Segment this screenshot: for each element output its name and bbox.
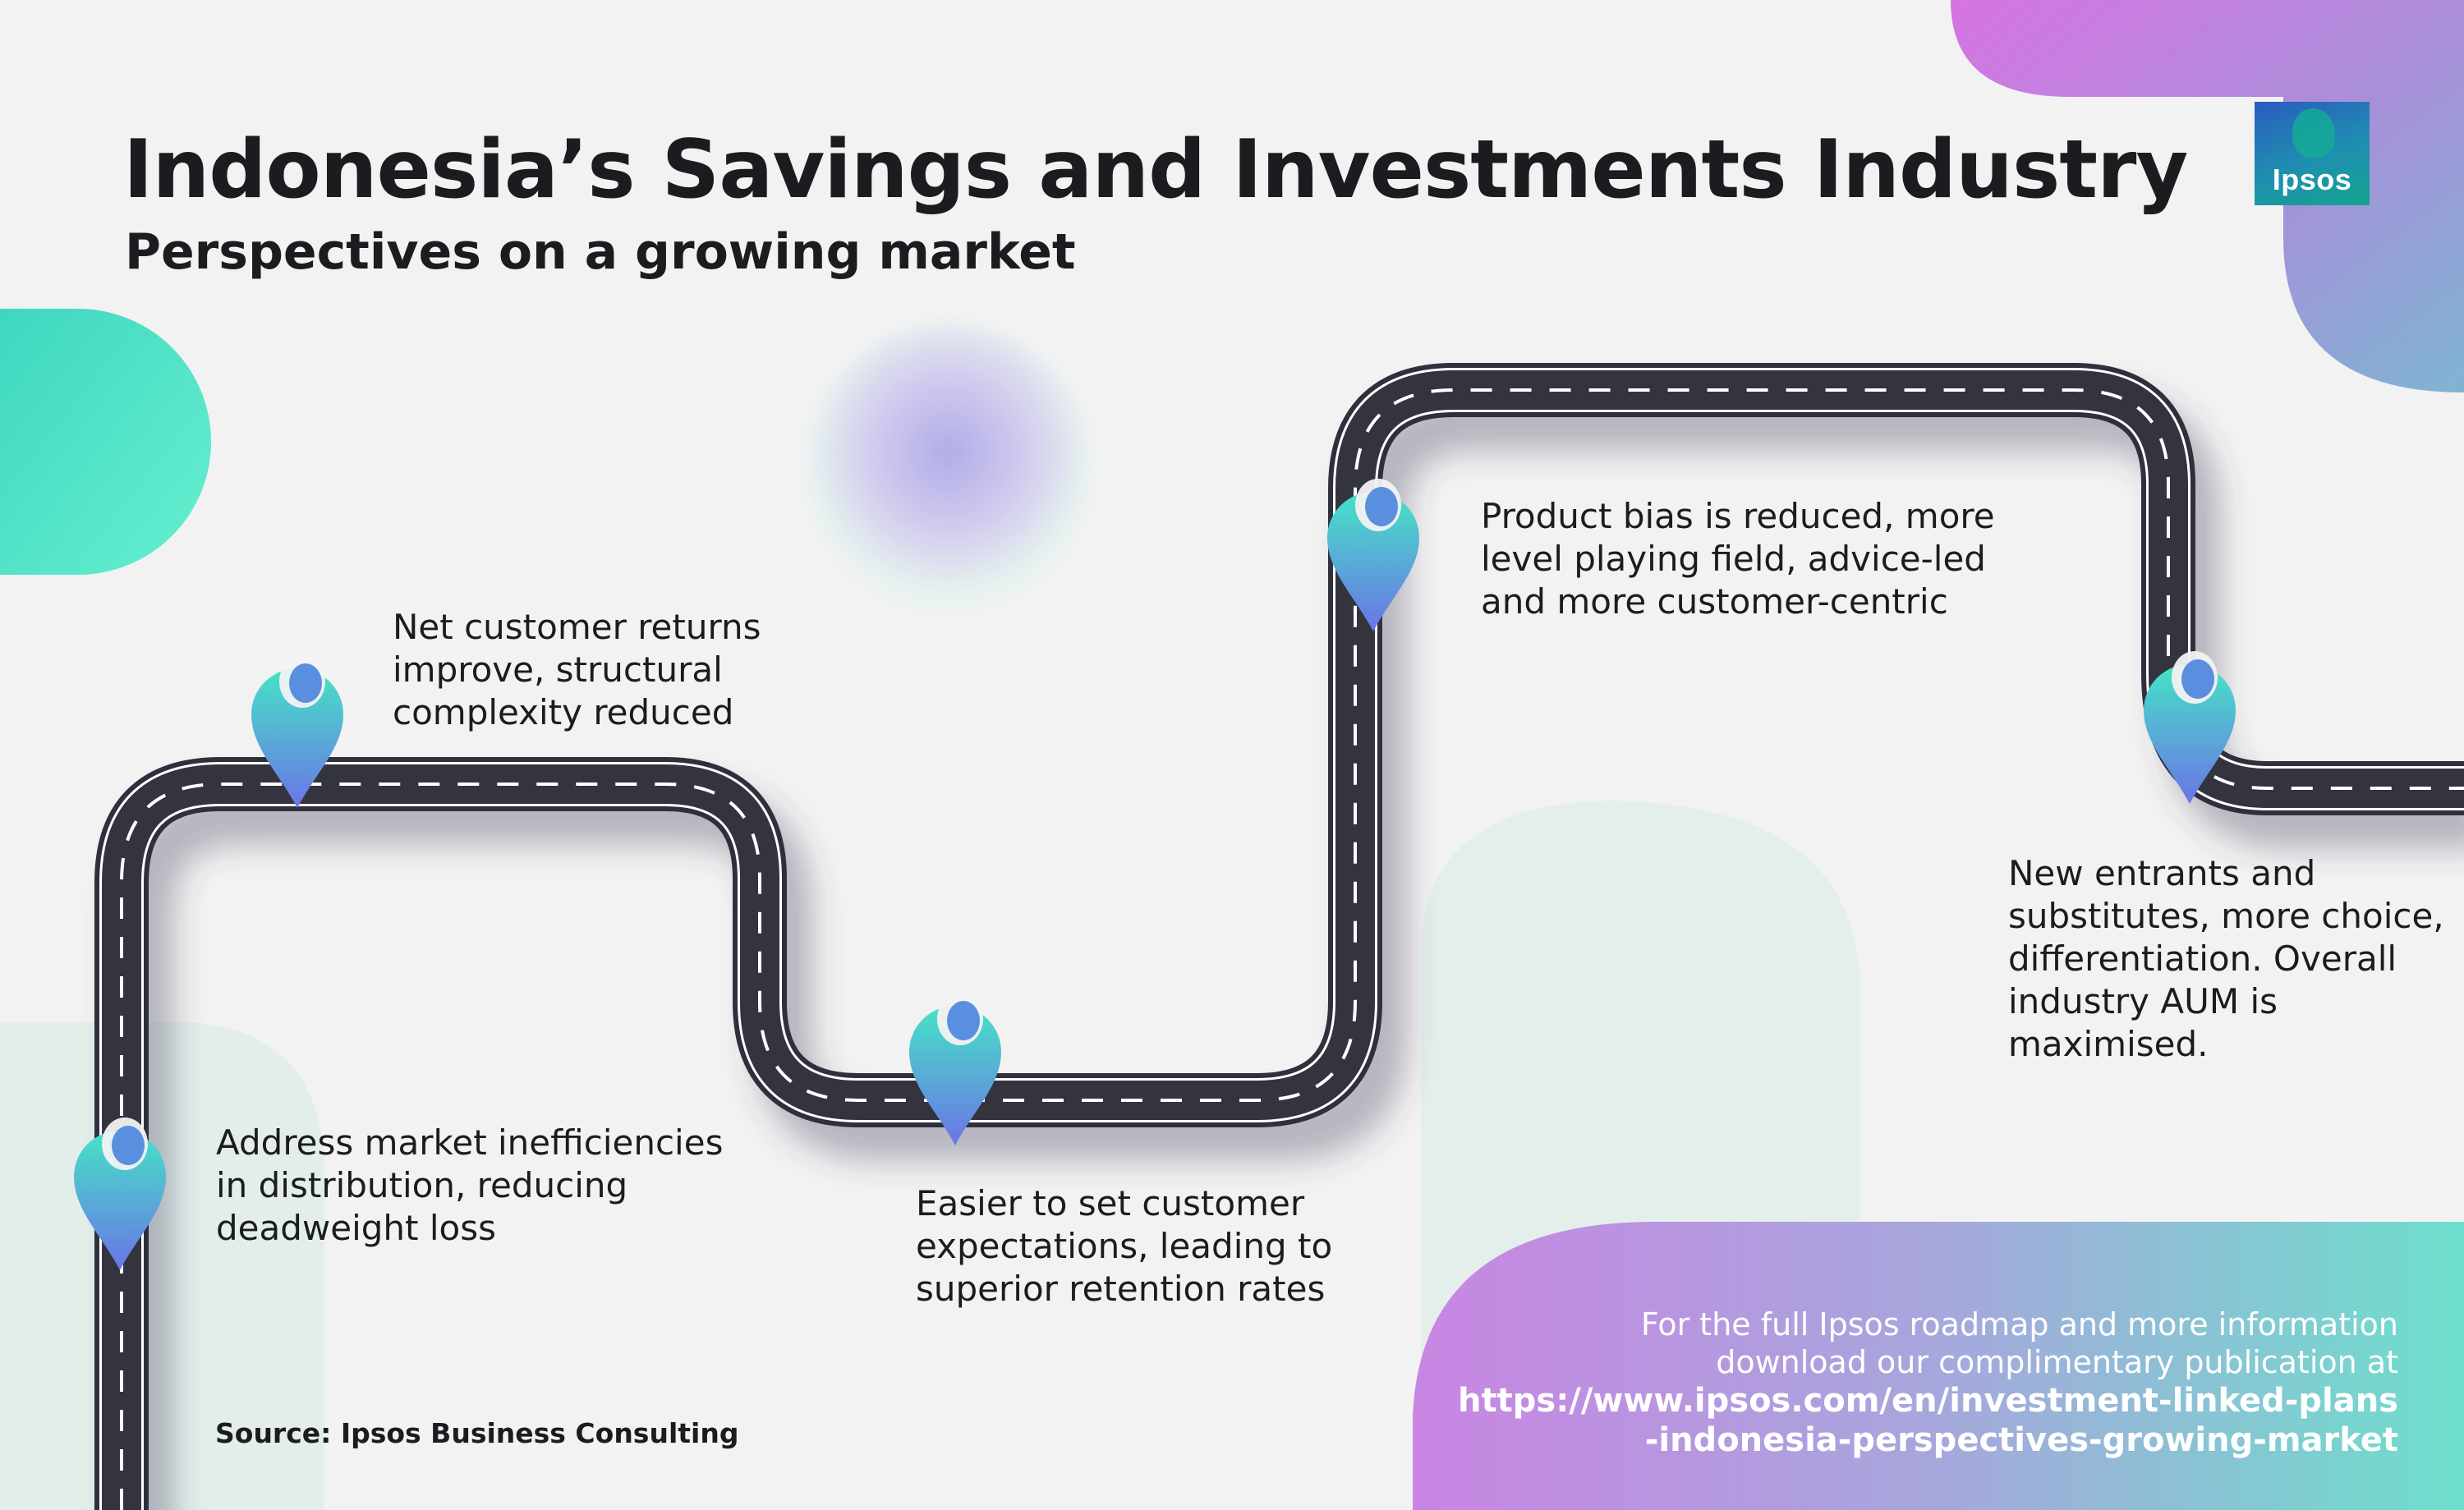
logo-head-icon [2292, 108, 2335, 158]
cta-block: For the full Ipsos roadmap and more info… [1458, 1306, 2398, 1460]
publication-link-line-1[interactable]: https://www.ipsos.com/en/investment-link… [1458, 1382, 2398, 1420]
map-pin-icon [2144, 651, 2236, 804]
map-pin-icon [1327, 479, 1419, 631]
milestone-3-text: Easier to set customer expectations, lea… [916, 1183, 1333, 1309]
source-note: Source: Ipsos Business Consulting [215, 1417, 739, 1449]
cta-line-1: For the full Ipsos roadmap and more info… [1640, 1306, 2398, 1342]
milestone-5-text: New entrants and substitutes, more choic… [2008, 853, 2444, 1064]
publication-link-line-2[interactable]: -indonesia-perspectives-growing-market [1644, 1421, 2398, 1459]
milestone-1-text: Address market inefficiencies in distrib… [216, 1122, 724, 1248]
map-pin-icon [909, 993, 1001, 1145]
ipsos-logo: Ipsos [2255, 102, 2370, 205]
logo-text: Ipsos [2272, 163, 2352, 196]
page-subtitle: Perspectives on a growing market [125, 223, 1076, 281]
map-pin-icon [74, 1118, 166, 1270]
map-pin-icon [251, 655, 343, 808]
page-title: Indonesia’s Savings and Investments Indu… [123, 123, 2188, 217]
milestone-2-text: Net customer returns improve, structural… [393, 607, 761, 732]
cta-line-2: download our complimentary publication a… [1716, 1344, 2398, 1380]
milestone-4-text: Product bias is reduced, more level play… [1481, 496, 1995, 622]
